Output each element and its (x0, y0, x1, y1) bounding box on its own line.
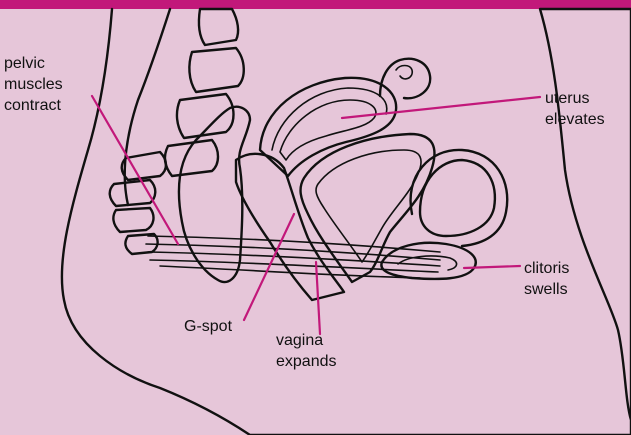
pubic-bone-outer (411, 150, 508, 246)
back-curve (125, 9, 170, 205)
label-clitoris: clitoris swells (524, 260, 574, 298)
leader-clitoris (464, 266, 520, 268)
ovary-tube (380, 59, 430, 98)
pelvic-muscle-bands (146, 236, 440, 278)
vaginal-canal (236, 154, 344, 300)
leader-uterus (342, 97, 540, 118)
top-bar (0, 0, 631, 9)
label-uterus: uterus elevates (545, 90, 605, 128)
label-g-spot: G-spot (184, 318, 233, 335)
label-pelvic-muscles: pelvic muscles contract (4, 55, 67, 114)
label-vagina: vagina expands (276, 332, 337, 370)
uterus-inner (280, 100, 376, 160)
